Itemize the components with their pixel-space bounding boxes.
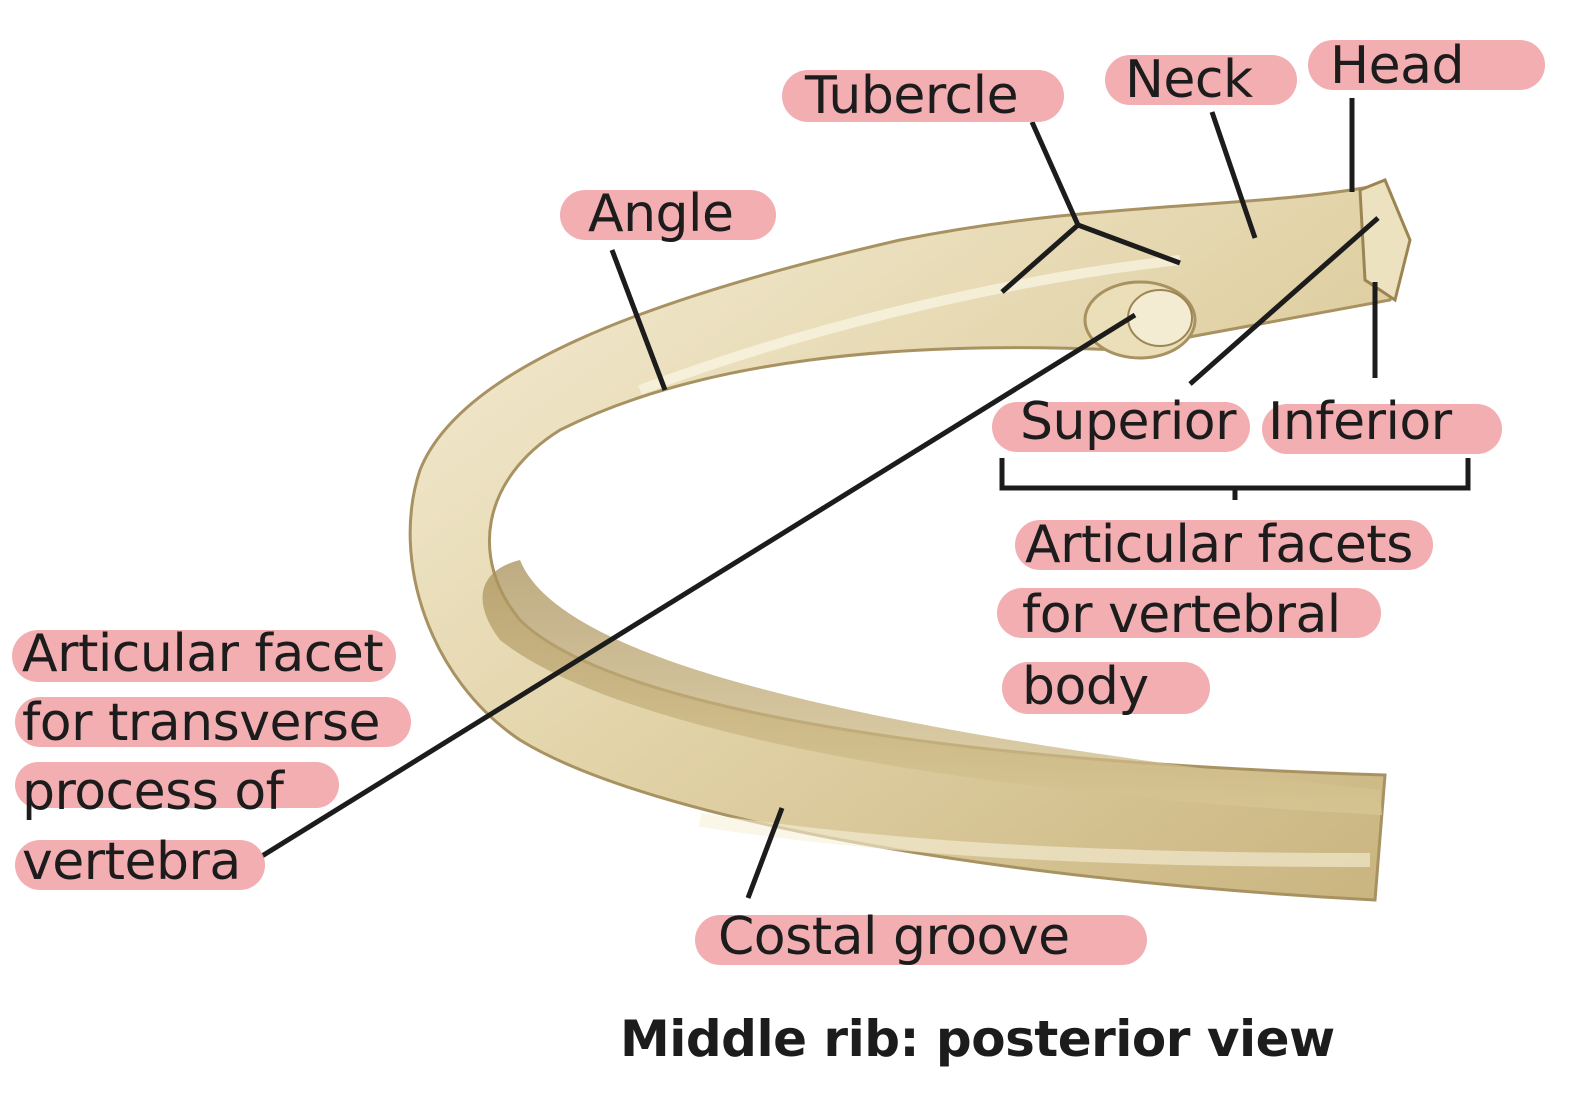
highlight-superior [992, 402, 1250, 452]
highlight-facets-1 [1015, 520, 1433, 570]
rib-shaft [408, 183, 1407, 902]
highlight-transverse-1 [12, 630, 396, 682]
highlight-neck [1105, 55, 1297, 105]
leader-costal-groove [745, 807, 785, 899]
leader-tubercle-a [1000, 223, 1080, 294]
label-transverse-line-2: for transverse [22, 693, 380, 753]
leader-transverse-facet [260, 312, 1137, 859]
label-facets-line-1: Articular facets [1025, 515, 1413, 575]
transverse-facet-shape [1127, 289, 1193, 347]
highlight-tubercle [782, 70, 1064, 122]
label-facets-line-2: for vertebral [1022, 585, 1341, 645]
highlight-facets-3 [1002, 662, 1210, 714]
label-transverse-line-4: vertebra [22, 832, 241, 892]
label-superior: Superior [1020, 392, 1236, 452]
label-costal-groove: Costal groove [718, 907, 1070, 967]
leader-tubercle [1029, 120, 1081, 227]
leader-neck [1209, 111, 1258, 239]
highlight-costal-groove [695, 915, 1147, 965]
label-neck: Neck [1125, 50, 1253, 110]
highlight-transverse-4 [15, 840, 265, 890]
head-shape [1358, 178, 1412, 303]
highlight-inferior [1262, 404, 1502, 454]
leader-tubercle-b [1077, 222, 1181, 266]
leader-superior [1188, 216, 1380, 386]
highlight-angle [560, 190, 776, 240]
highlight-transverse-2 [15, 697, 411, 747]
label-transverse-line-3: process of [22, 762, 284, 822]
label-head: Head [1330, 36, 1464, 96]
shading-1 [638, 255, 1181, 395]
highlight-transverse-3 [15, 762, 339, 808]
label-facets-line-3: body [1022, 657, 1149, 717]
leader-lines [260, 98, 1471, 899]
label-transverse-line-1: Articular facet [22, 624, 384, 684]
highlight-facets-2 [997, 588, 1381, 638]
highlight-head [1308, 40, 1545, 90]
diagram-caption: Middle rib: posterior view [620, 1010, 1335, 1068]
shading-2 [698, 813, 1371, 867]
label-tubercle: Tubercle [805, 66, 1019, 126]
label-inferior: Inferior [1268, 392, 1452, 452]
bracket-vertebral-body [999, 458, 1471, 491]
leader-angle [609, 249, 668, 391]
label-angle: Angle [588, 184, 734, 244]
costal-groove-band [482, 560, 1383, 815]
